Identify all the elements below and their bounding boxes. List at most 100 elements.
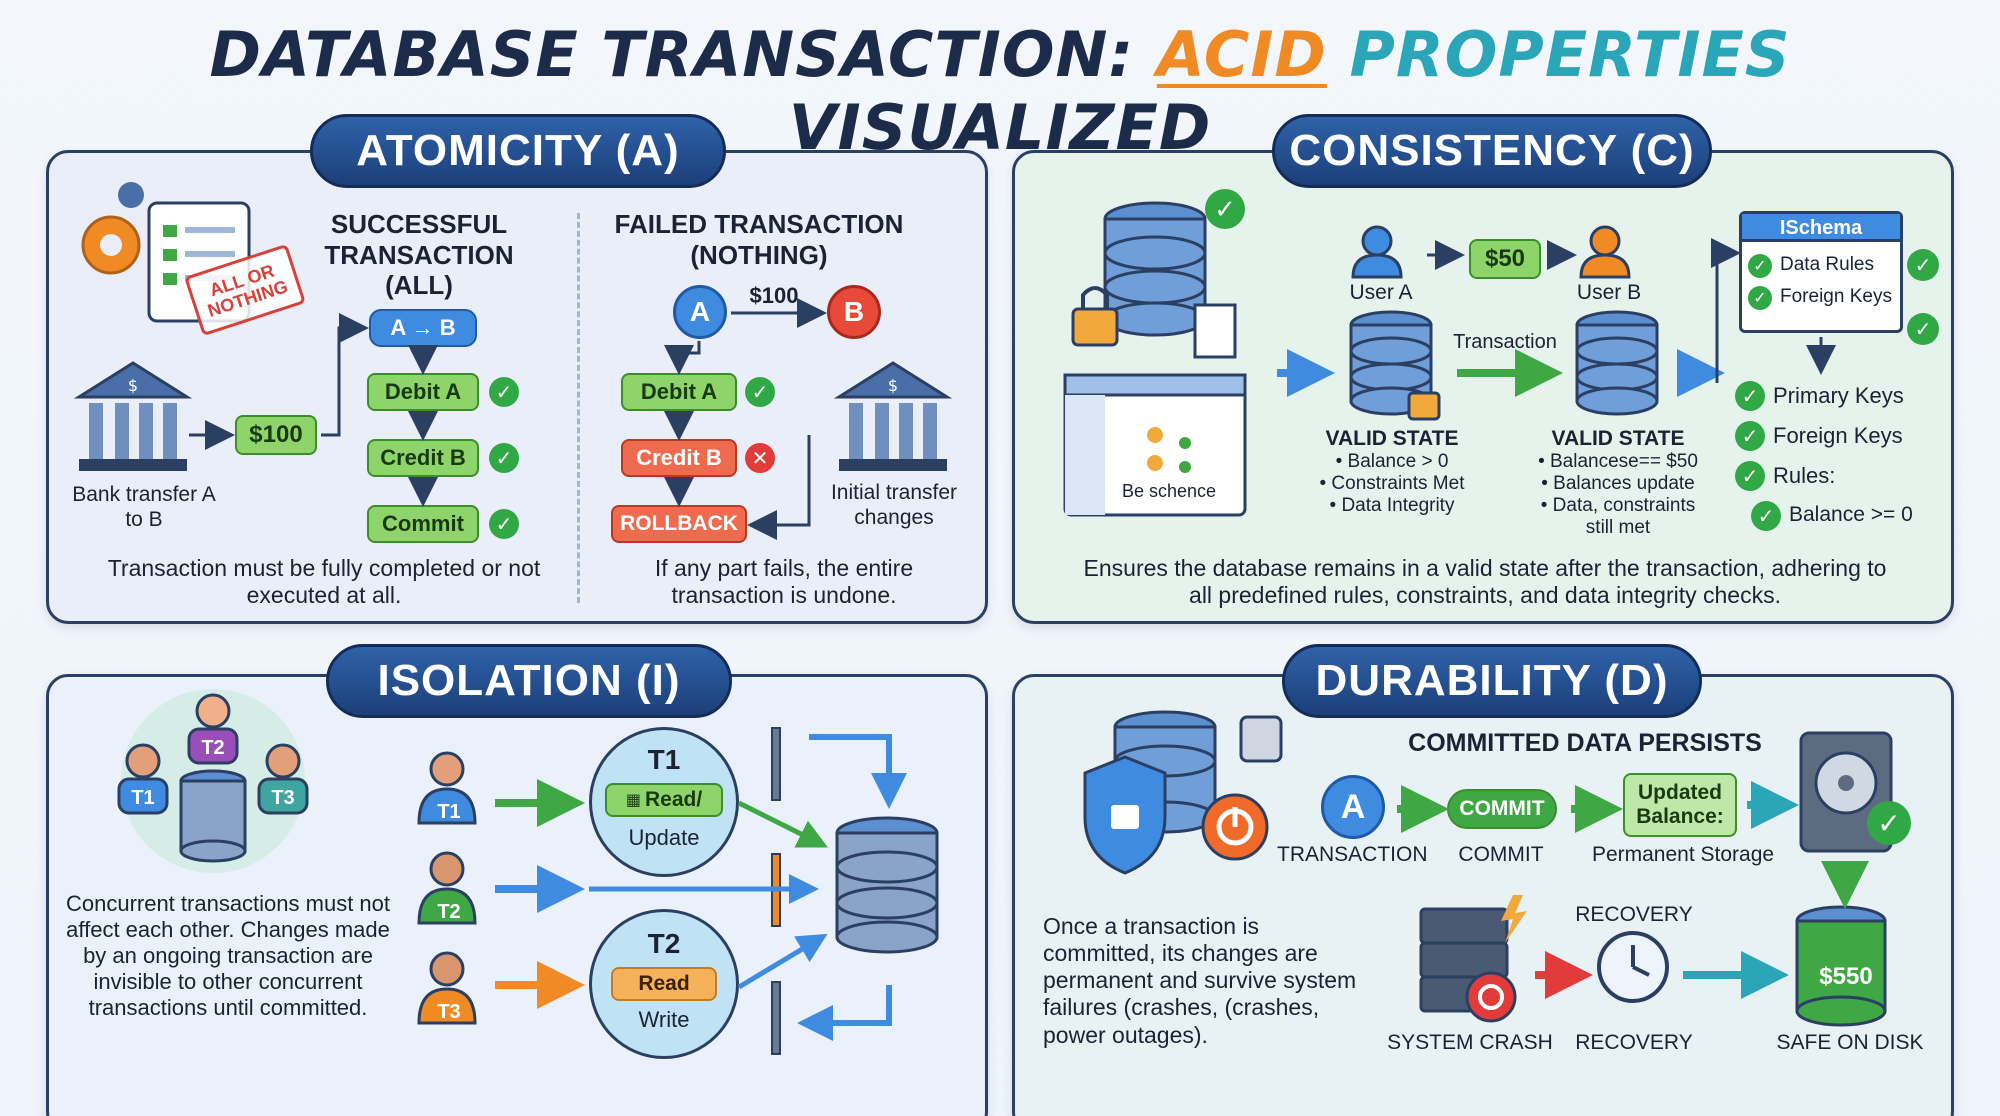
valid-state-1-item: • Balance > 0	[1335, 451, 1449, 472]
durability-panel: COMMITTED DATA PERSISTS A COMMIT Updated…	[1012, 674, 1954, 1116]
user-b-icon	[1579, 225, 1631, 279]
schema-row: Data Rules	[1780, 254, 1874, 275]
valid-state-2-item: • Balancese== $50	[1538, 451, 1698, 472]
transaction-a-circle: A	[1321, 775, 1385, 839]
bank-icon: $	[833, 361, 953, 471]
check-label: Balance >= 0	[1789, 503, 1913, 526]
isolation-arrows	[495, 734, 907, 1041]
svg-text:$: $	[888, 376, 898, 395]
user-a-label: User A	[1349, 281, 1413, 304]
t3-person-label: T3	[437, 1001, 461, 1023]
check-icon: ✓	[1735, 421, 1765, 451]
check-icon: ✓	[745, 377, 775, 407]
t2-write-label: Write	[638, 1007, 690, 1032]
database-icon	[1349, 310, 1441, 421]
valid-state-1-title: VALID STATE	[1325, 427, 1459, 450]
check-icon: ✓	[489, 509, 519, 539]
t2-person-icon	[417, 851, 477, 925]
atomicity-desc-right: If any part fails, the entire transactio…	[654, 555, 914, 609]
panel-divider	[577, 213, 580, 603]
user-b-label: User B	[1576, 281, 1642, 304]
atomicity-desc-left: Transaction must be fully completed or n…	[107, 555, 541, 609]
check-icon: ✓	[1748, 286, 1772, 310]
clock-icon	[1597, 931, 1669, 1003]
recovery-label: RECOVERY	[1575, 1031, 1693, 1054]
durability-arrows	[1397, 781, 1869, 999]
isolation-desc: Concurrent transactions must not affect …	[65, 891, 391, 1020]
svg-text:$: $	[128, 376, 138, 395]
commit-label: COMMIT	[1458, 843, 1544, 866]
success-title: SUCCESSFUL TRANSACTION (ALL)	[324, 209, 514, 301]
atomicity-header: ATOMICITY (A)	[310, 114, 726, 188]
failed-amount: $100	[749, 283, 799, 308]
check-icon: ✓	[1867, 801, 1911, 845]
t1-read-box: ▦Read/	[605, 783, 723, 817]
check-icon: ✓	[1735, 461, 1765, 491]
isolation-header: ISOLATION (I)	[326, 644, 732, 718]
schema-card: ISchema ✓ Data Rules ✓ Foreign Keys	[1739, 211, 1903, 333]
check-icon: ✓	[1907, 313, 1939, 345]
lock-barrier	[771, 981, 781, 1055]
storage-label: Permanent Storage	[1591, 843, 1775, 866]
failed-title: FAILED TRANSACTION (NOTHING)	[614, 209, 904, 270]
recovery-top-label: RECOVERY	[1575, 903, 1693, 926]
check-icon: ✓	[489, 443, 519, 473]
node-a-circle: A	[673, 285, 727, 339]
initial-transfer-label: Initial transfer changes	[830, 481, 958, 529]
consistency-arrows	[1277, 238, 1836, 397]
database-icon	[1575, 310, 1659, 416]
table-icon: ▦	[625, 792, 641, 809]
consistency-header: CONSISTENCY (C)	[1272, 114, 1712, 188]
x-icon: ✕	[745, 443, 775, 473]
updated-balance-box: Updated Balance:	[1623, 773, 1737, 837]
shield-database-illustration	[1083, 710, 1283, 875]
t2-read-box: Read	[611, 967, 717, 1001]
schema-row: Foreign Keys	[1780, 286, 1892, 307]
commit-box: COMMIT	[1447, 789, 1557, 829]
user-t1-label: T1	[131, 787, 155, 809]
durability-desc: Once a transaction is committed, its cha…	[1043, 913, 1357, 1048]
atomicity-panel: ALL OR NOTHING $ Bank transfer A to B $1…	[46, 150, 988, 624]
t1-update-label: Update	[628, 825, 700, 850]
consistency-panel: ✓ Be schence User A $50 User B Transacti…	[1012, 150, 1954, 624]
persists-title: COMMITTED DATA PERSISTS	[1408, 729, 1762, 757]
check-icon: ✓	[1748, 254, 1772, 278]
safe-label: SAFE ON DISK	[1776, 1031, 1924, 1054]
schema-window-label: Be schence	[1121, 481, 1217, 501]
failed-debit-box: Debit A	[621, 373, 737, 411]
t2-bubble-title: T2	[647, 928, 681, 959]
lock-barrier	[771, 727, 781, 801]
check-label: Rules:	[1773, 463, 1836, 488]
t1-bubble-title: T1	[647, 744, 681, 775]
t2-person-label: T2	[437, 901, 461, 923]
user-t3-label: T3	[271, 787, 295, 809]
crash-label: SYSTEM CRASH	[1387, 1031, 1553, 1054]
user-t2-label: T2	[201, 737, 225, 759]
schema-card-title: ISchema	[1742, 214, 1900, 242]
database-icon	[1795, 905, 1887, 1027]
t3-person-icon	[417, 951, 477, 1025]
t1-person-icon	[417, 751, 477, 825]
bank-transfer-label: Bank transfer A to B	[72, 483, 216, 531]
database-lock-icon	[1071, 201, 1237, 359]
valid-state-2-item: • Data, constraints	[1540, 495, 1696, 516]
check-label: Foreign Keys	[1773, 423, 1903, 448]
isolation-panel: T2 T1 T3 Concurrent transactions must no…	[46, 674, 988, 1116]
amount-box: $50	[1469, 239, 1541, 279]
success-debit-box: Debit A	[367, 373, 479, 411]
success-credit-box: Credit B	[367, 439, 479, 477]
valid-state-2-item: • Balances update	[1541, 473, 1695, 494]
transaction-label: Transaction	[1453, 331, 1557, 353]
check-icon: ✓	[489, 377, 519, 407]
consistency-desc: Ensures the database remains in a valid …	[1083, 555, 1887, 609]
check-icon: ✓	[1735, 381, 1765, 411]
bank-icon: $	[73, 361, 193, 471]
valid-state-1-item: • Constraints Met	[1319, 473, 1465, 494]
check-icon: ✓	[1751, 501, 1781, 531]
commit-box: Commit	[367, 505, 479, 543]
amount-box: $100	[235, 415, 317, 455]
schema-window-icon	[1063, 373, 1247, 517]
users-database-illustration	[117, 689, 309, 873]
valid-state-1-item: • Data Integrity	[1329, 495, 1455, 516]
server-crash-icon	[1419, 895, 1527, 1023]
